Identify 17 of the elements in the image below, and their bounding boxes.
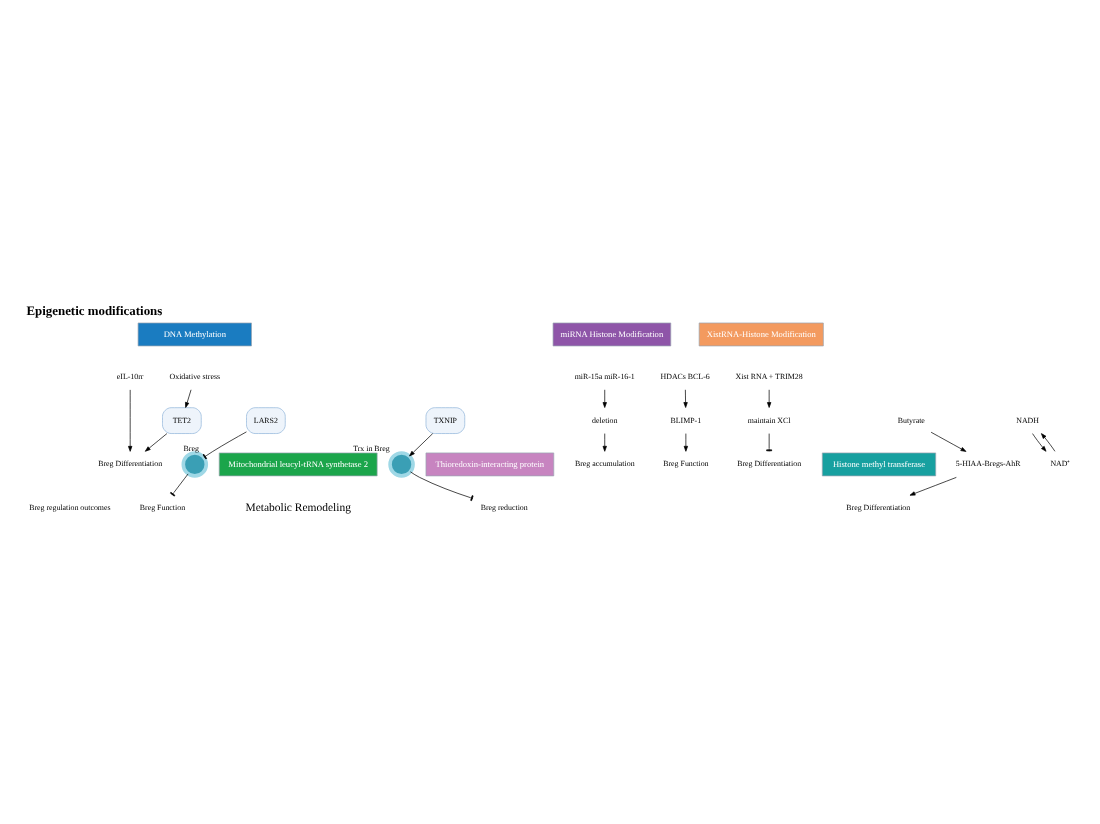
- arrow: [185, 389, 192, 408]
- arrow: [1041, 433, 1056, 452]
- connector: [169, 473, 189, 497]
- arrow: [930, 431, 967, 452]
- arrow: [683, 389, 688, 408]
- connector: [410, 471, 474, 502]
- arrow: [767, 389, 772, 408]
- arrow: [683, 433, 688, 452]
- arrow: [409, 433, 434, 457]
- arrow: [909, 477, 957, 496]
- arrow: [602, 389, 607, 408]
- arrow: [144, 433, 168, 452]
- connector: [766, 433, 773, 452]
- arrow: [1032, 433, 1047, 452]
- arrow: [602, 433, 607, 452]
- arrow: [128, 389, 133, 452]
- connector: [202, 431, 247, 460]
